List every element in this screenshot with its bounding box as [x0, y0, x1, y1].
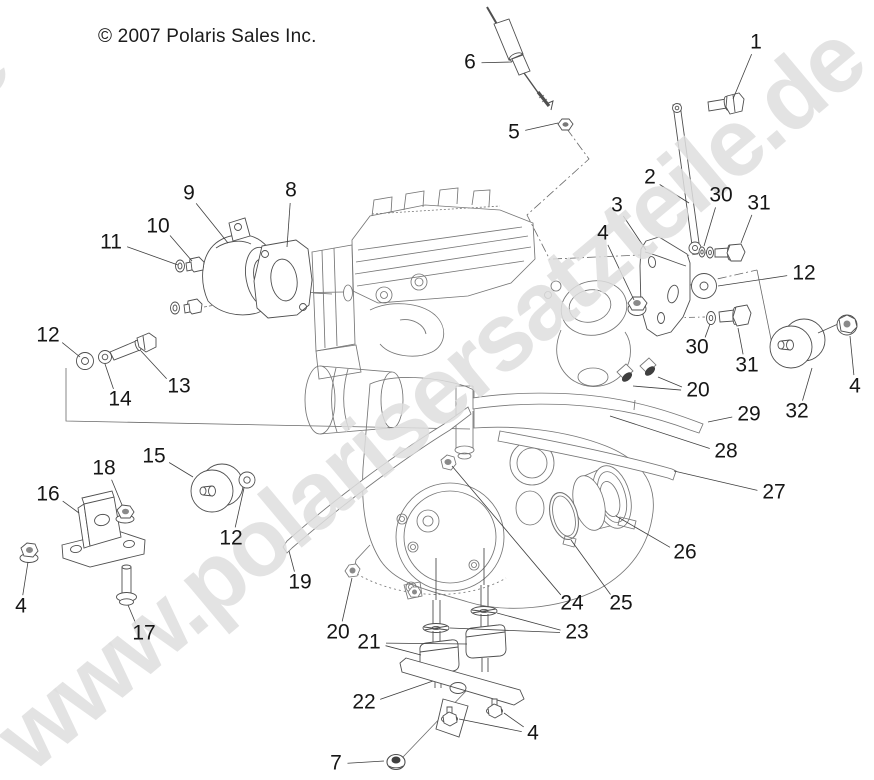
leader-lines [23, 54, 854, 763]
exploded-parts [20, 7, 857, 770]
copyright-text: © 2007 Polaris Sales Inc. [98, 26, 317, 47]
engine-block [283, 188, 703, 608]
